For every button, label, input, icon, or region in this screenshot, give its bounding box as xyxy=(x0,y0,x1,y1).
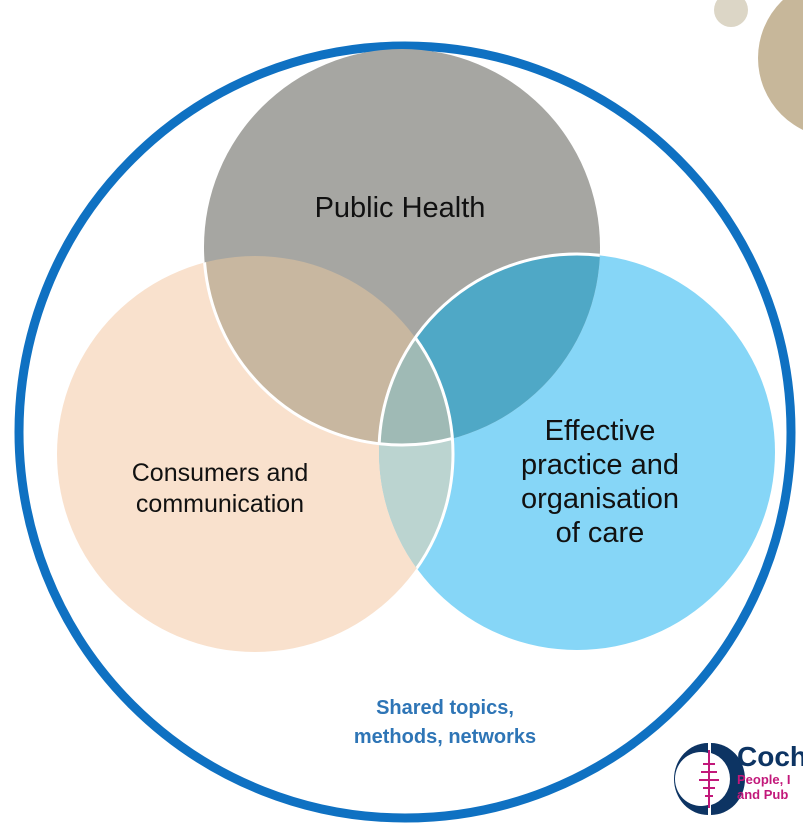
shared-caption-line: methods, networks xyxy=(353,726,537,748)
outline-effective-practice xyxy=(377,252,600,445)
label-consumers-line: communication xyxy=(135,490,305,518)
label-effective-line: organisation xyxy=(521,483,679,515)
outline-public-health xyxy=(202,256,453,447)
logo-tagline-line: People, I xyxy=(737,772,791,787)
label-effective-line: of care xyxy=(555,517,645,549)
label-consumers-line: Consumers and xyxy=(131,459,309,487)
logo-name: Coch xyxy=(737,742,803,772)
decor-dot-small xyxy=(714,0,748,27)
label-effective-line: Effective xyxy=(544,415,656,447)
cochrane-logo-icon xyxy=(674,743,745,815)
shared-caption: Shared topics, methods, networks xyxy=(295,694,595,752)
label-consumers-communication: Consumers and communication xyxy=(90,458,350,520)
outline-consumers xyxy=(379,254,455,650)
decor-dot-large xyxy=(758,0,803,130)
shared-caption-line: Shared topics, xyxy=(376,697,514,719)
label-effective-line: practice and xyxy=(521,449,679,481)
label-effective-practice: Effective practice and organisation of c… xyxy=(480,414,720,550)
logo-tagline-line: and Pub xyxy=(737,787,789,802)
cochrane-logo-text: Coch People, I and Pub xyxy=(737,742,803,812)
overlap-ph-consumers xyxy=(204,256,453,445)
overlap-ph-effective xyxy=(379,254,600,445)
label-public-health: Public Health xyxy=(314,192,486,224)
